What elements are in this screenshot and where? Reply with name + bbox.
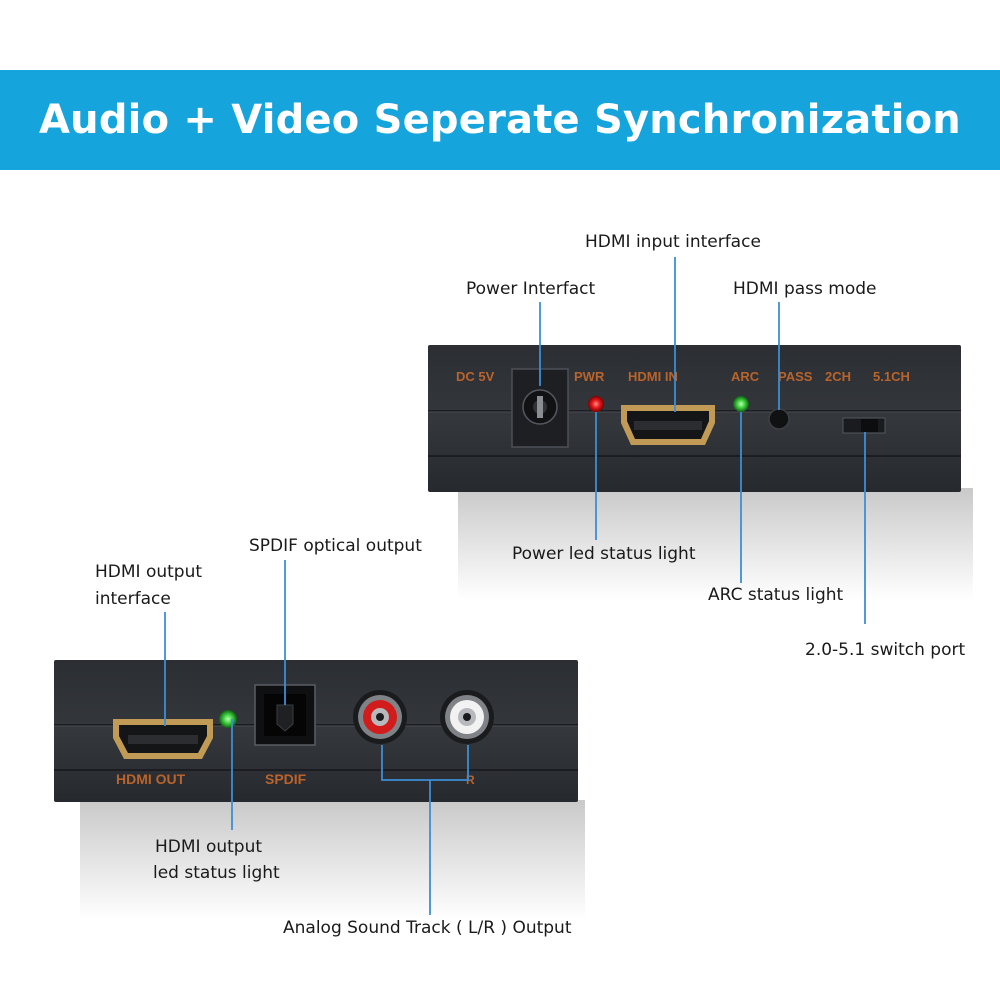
device-front: HDMI OUT SPDIF R	[54, 660, 585, 920]
callout-hdmi-output-line2: interface	[95, 589, 171, 609]
label-pass: PASS	[778, 369, 813, 384]
power-led	[588, 396, 604, 412]
hdmi-output-port	[113, 719, 213, 759]
hdmi-input-port	[621, 405, 715, 445]
arc-led	[733, 396, 749, 412]
label-51ch: 5.1CH	[873, 369, 910, 384]
callout-power-interface: Power Interfact	[466, 279, 596, 299]
label-hdmi-out: HDMI OUT	[116, 771, 186, 787]
callout-hdmi-led-line2: led status light	[153, 863, 280, 883]
label-hdmi-in: HDMI IN	[628, 369, 678, 384]
device-front-reflection	[80, 800, 585, 920]
hdmi-output-led	[219, 710, 237, 728]
callout-hdmi-led-line1: HDMI output	[155, 837, 263, 857]
callout-lines	[164, 257, 866, 915]
device-front-body	[54, 660, 578, 802]
callout-arc-status: ARC status light	[708, 585, 844, 605]
title-banner: Audio + Video Seperate Synchronization	[0, 70, 1000, 170]
channel-switch	[842, 417, 886, 434]
line-rca-bracket	[381, 745, 469, 781]
label-2ch: 2CH	[825, 369, 851, 384]
label-arc: ARC	[731, 369, 760, 384]
device-rear: DC 5V PWR HDMI IN ARC PASS 2CH 5.1CH	[428, 345, 973, 600]
label-spdif: SPDIF	[265, 771, 307, 787]
label-pwr: PWR	[574, 369, 605, 384]
label-dc5v: DC 5V	[456, 369, 495, 384]
callout-hdmi-output-line1: HDMI output	[95, 562, 203, 582]
callout-switch-port: 2.0-5.1 switch port	[805, 640, 966, 660]
callout-hdmi-pass-mode: HDMI pass mode	[733, 279, 877, 299]
callout-spdif-optical: SPDIF optical output	[249, 536, 422, 556]
rca-right-white	[440, 690, 494, 744]
hdmi-pass-button	[768, 408, 790, 430]
callout-hdmi-input: HDMI input interface	[585, 232, 761, 252]
page-title: Audio + Video Seperate Synchronization	[39, 97, 961, 143]
device-rear-reflection	[458, 488, 973, 600]
rca-left-red	[353, 690, 407, 744]
callout-analog-output: Analog Sound Track ( L/R ) Output	[283, 918, 572, 938]
label-r: R	[466, 773, 475, 787]
callout-power-led: Power led status light	[512, 544, 696, 564]
